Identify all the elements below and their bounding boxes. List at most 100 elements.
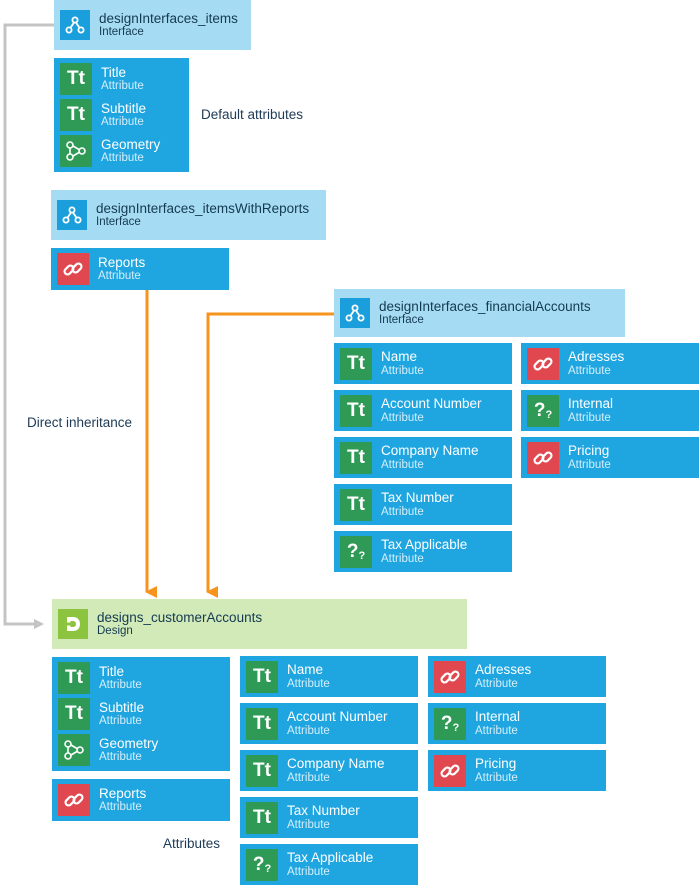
attribute-name: Adresses bbox=[475, 662, 532, 678]
default-inheritance-connector bbox=[3, 23, 54, 629]
attribute-type: Attribute bbox=[99, 679, 142, 692]
direct-inheritance-connector-financial bbox=[206, 312, 334, 598]
attribute-name: Company Name bbox=[287, 756, 385, 772]
attribute-name: Tax Applicable bbox=[287, 850, 374, 866]
attribute-type: Attribute bbox=[99, 751, 142, 764]
attribute-name: Internal bbox=[568, 396, 614, 412]
interface-name: designInterfaces_itemsWithReports bbox=[96, 200, 310, 216]
text-icon: Tt bbox=[246, 707, 278, 740]
interface-icon bbox=[60, 10, 90, 40]
attribute-type: Attribute bbox=[568, 364, 611, 377]
default-attributes-label: Default attributes bbox=[201, 107, 304, 122]
relation-icon bbox=[58, 734, 90, 766]
relation-icon bbox=[60, 135, 92, 167]
attribute-name: Tax Number bbox=[381, 490, 454, 506]
design-icon bbox=[58, 609, 88, 639]
link-icon bbox=[527, 441, 559, 474]
design-name: designs_customerAccounts bbox=[97, 609, 263, 625]
attribute-name: Reports bbox=[99, 785, 147, 801]
attribute-type: Attribute bbox=[287, 818, 330, 831]
attribute-name: Tax Number bbox=[287, 803, 360, 819]
attribute-name: Pricing bbox=[568, 443, 610, 459]
interface-icon bbox=[340, 298, 370, 328]
attribute-name: Geometry bbox=[101, 136, 161, 152]
attribute-name: Subtitle bbox=[101, 100, 147, 116]
text-icon: Tt bbox=[58, 698, 90, 730]
attribute-name: Name bbox=[287, 662, 324, 678]
interface-type: Interface bbox=[379, 314, 424, 327]
attribute-type: Attribute bbox=[475, 677, 518, 690]
link-icon bbox=[57, 253, 89, 285]
attribute-type: Attribute bbox=[475, 771, 518, 784]
attribute-type: Attribute bbox=[568, 411, 611, 424]
design-customer-accounts-header[interactable]: designs_customerAccounts Design bbox=[52, 599, 467, 649]
attribute-name: Adresses bbox=[568, 349, 625, 365]
attribute-type: Attribute bbox=[381, 552, 424, 565]
attribute-name: Tax Applicable bbox=[381, 537, 468, 553]
attribute-name: Company Name bbox=[381, 443, 479, 459]
design-type: Design bbox=[97, 625, 133, 638]
interface-icon bbox=[57, 200, 87, 230]
attribute-name: Pricing bbox=[475, 756, 517, 772]
unknown-icon: ?? bbox=[434, 707, 466, 740]
attribute-type: Attribute bbox=[287, 724, 330, 737]
attribute-name: Name bbox=[381, 349, 418, 365]
link-icon bbox=[527, 347, 559, 380]
attribute-type: Attribute bbox=[101, 80, 144, 93]
text-icon: Tt bbox=[60, 99, 92, 131]
text-icon: Tt bbox=[340, 441, 372, 474]
attribute-type: Attribute bbox=[568, 458, 611, 471]
text-icon: Tt bbox=[246, 660, 278, 693]
attribute-type: Attribute bbox=[381, 505, 424, 518]
text-icon: Tt bbox=[60, 63, 92, 95]
interface-name: designInterfaces_financialAccounts bbox=[379, 298, 591, 314]
attribute-type: Attribute bbox=[381, 458, 424, 471]
unknown-icon: ?? bbox=[340, 535, 372, 568]
interface-type: Interface bbox=[99, 26, 144, 39]
attribute-type: Attribute bbox=[381, 364, 424, 377]
attribute-name: Title bbox=[101, 64, 127, 80]
interface-financial-accounts-header[interactable]: designInterfaces_financialAccounts Inter… bbox=[334, 289, 625, 337]
attribute-name: Subtitle bbox=[99, 699, 145, 715]
attribute-type: Attribute bbox=[101, 152, 144, 165]
attribute-type: Attribute bbox=[99, 715, 142, 728]
attribute-type: Attribute bbox=[98, 270, 141, 283]
attribute-type: Attribute bbox=[101, 116, 144, 129]
text-icon: Tt bbox=[246, 801, 278, 834]
interface-items-with-reports-header[interactable]: designInterfaces_itemsWithReports Interf… bbox=[51, 190, 326, 240]
attribute-name: Account Number bbox=[287, 709, 388, 725]
link-icon bbox=[434, 660, 466, 693]
attribute-type: Attribute bbox=[287, 677, 330, 690]
interface-name: designInterfaces_items bbox=[99, 10, 238, 26]
interface-type: Interface bbox=[96, 216, 141, 229]
direct-inheritance-label: Direct inheritance bbox=[27, 415, 133, 430]
interface-items-header[interactable]: designInterfaces_items Interface bbox=[54, 0, 251, 50]
